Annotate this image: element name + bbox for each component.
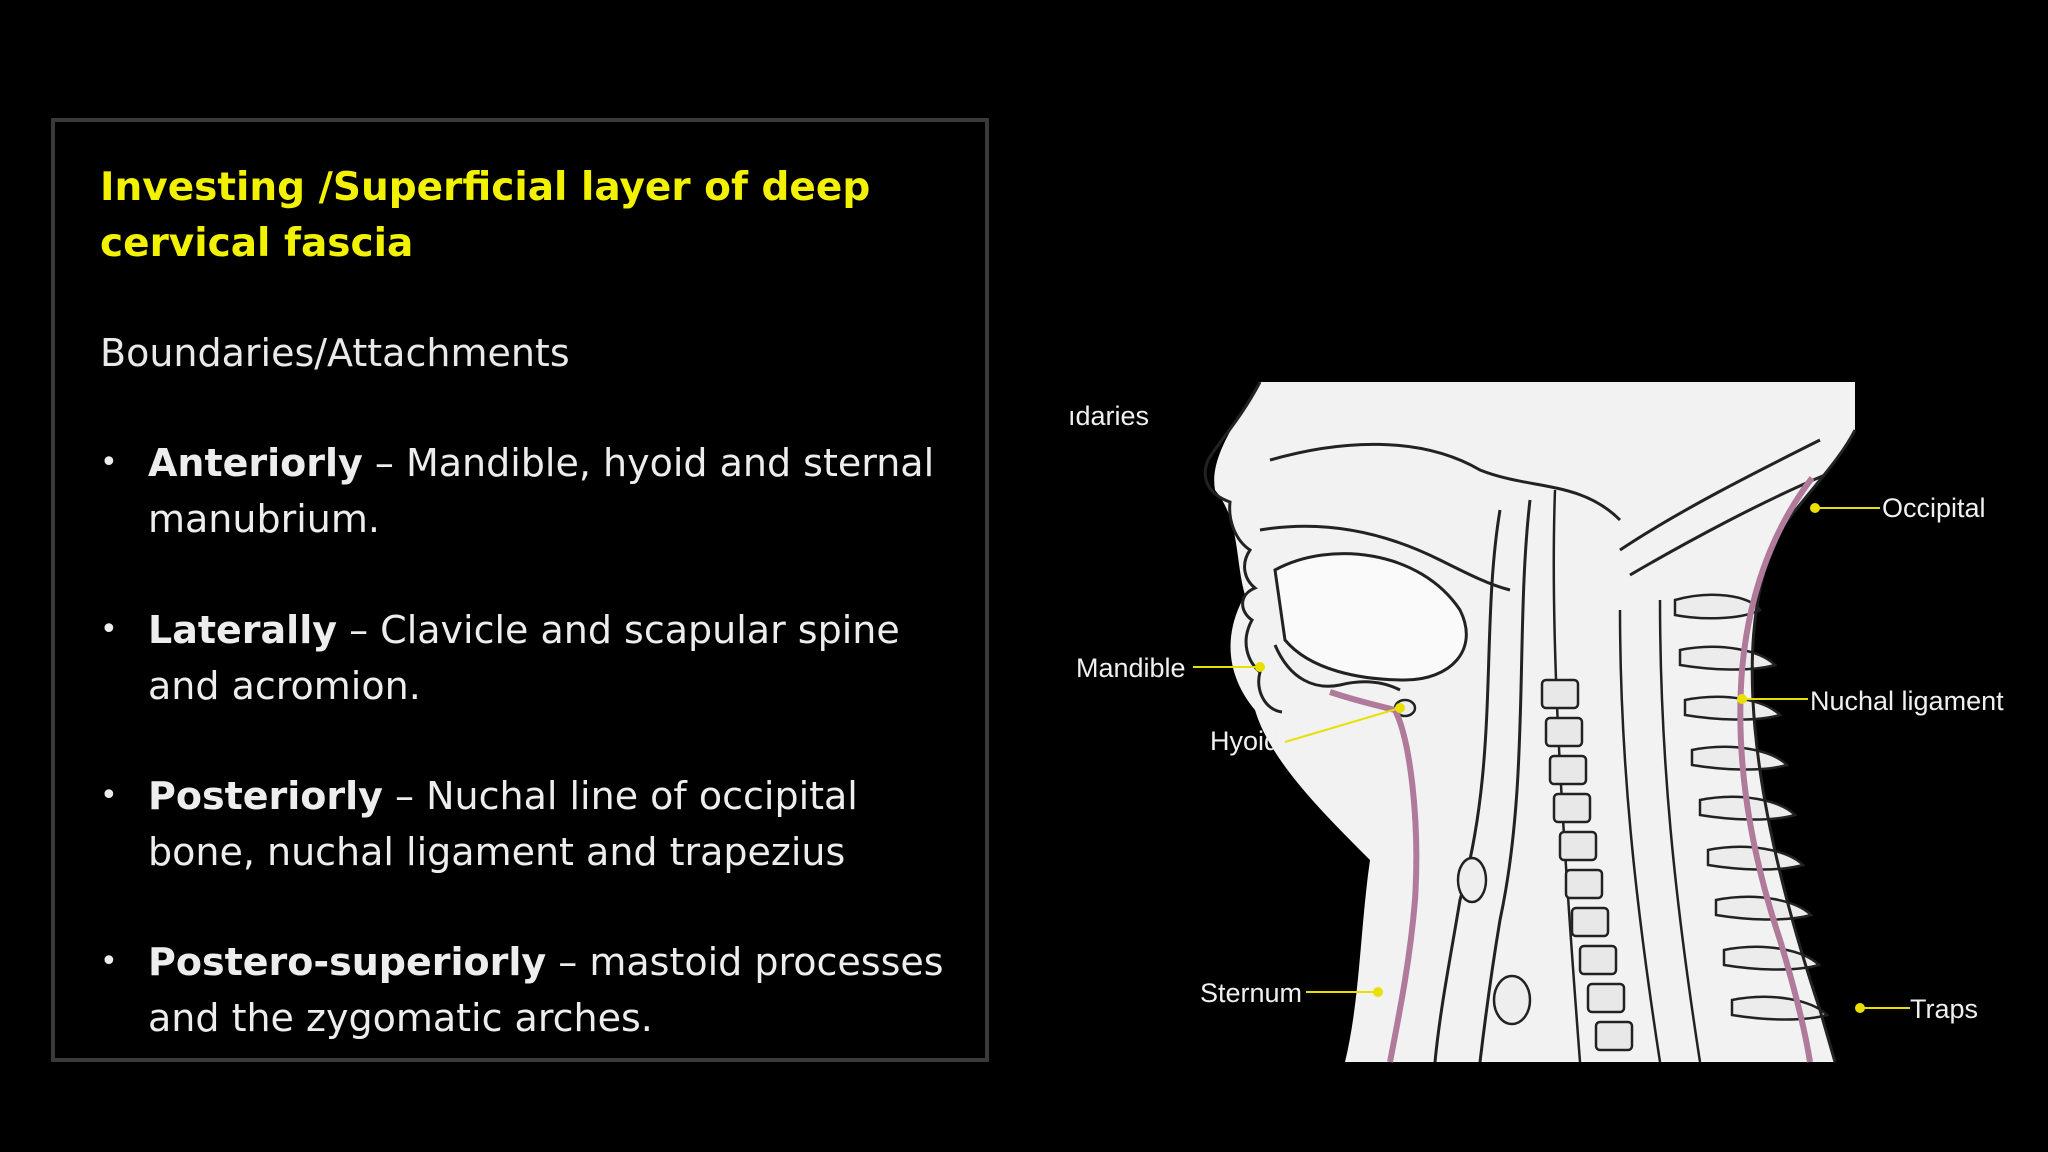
cut-label: ıdaries [1068, 401, 1149, 431]
bullet-term: Posteriorly [148, 774, 383, 818]
label-mandible: Mandible [1076, 653, 1186, 683]
mandible-bone [1273, 644, 1401, 692]
label-traps: Traps [1910, 994, 1978, 1024]
bullet-text: – mastoid processes and the zygomatic ar… [148, 940, 944, 1040]
bullet-content: Postero-superiorly – mastoid processes a… [148, 934, 948, 1046]
skull-base [1269, 442, 1622, 522]
pharynx-wall [1478, 499, 1532, 1063]
text-panel: Investing /Superficial layer of deep cer… [51, 118, 989, 1062]
illustration-background [1214, 382, 1855, 1062]
bullet-content: Posteriorly – Nuchal line of occipital b… [148, 768, 948, 880]
label-nuchal-ligament: Nuchal ligament [1810, 686, 2004, 716]
bullet-dot: • [100, 944, 118, 979]
pharynx [1433, 509, 1502, 1063]
label-sternum: Sternum [1200, 978, 1302, 1008]
bullet-term: Laterally [148, 608, 337, 652]
posterior-skin [1750, 429, 1857, 1063]
bullet-dot: • [100, 778, 118, 813]
investing-fascia-anterior [1329, 689, 1420, 1063]
neck-sagittal-diagram: ıdaries Occipital Mandible Nuchal ligame… [1068, 381, 2004, 1063]
investing-fascia-posterior [1737, 476, 1815, 1063]
bullet-content: Laterally – Clavicle and scapular spine … [148, 602, 948, 714]
label-occipital: Occipital [1882, 493, 1986, 523]
bullet-dot: • [100, 612, 118, 647]
bullet-text: – Mandible, hyoid and sternal manubrium. [148, 441, 935, 541]
bullet-term: Postero-superiorly [148, 940, 547, 984]
label-hyoid: Hyoid [1210, 726, 1279, 756]
spinal-canal-posterior [1658, 599, 1702, 1063]
vertebral-column [1540, 678, 1634, 1052]
bullet-term: Anteriorly [148, 441, 363, 485]
bullet-text: – Clavicle and scapular spine and acromi… [148, 608, 900, 708]
occipital-bone [1619, 438, 1821, 552]
bullet-text: – Nuchal line of occipital bone, nuchal … [148, 774, 858, 874]
slide-title: Investing /Superficial layer of deep cer… [100, 165, 871, 266]
label-pointers [1193, 503, 1910, 1013]
spinal-canal-anterior [1618, 609, 1662, 1063]
slide-subtitle: Boundaries/Attachments [100, 331, 570, 375]
tongue [1273, 552, 1468, 682]
larynx-cartilage [1456, 856, 1532, 1026]
bullet-content: Anteriorly – Mandible, hyoid and sternal… [148, 435, 948, 547]
palate [1259, 524, 1511, 592]
occipital-bone-inner [1629, 473, 1826, 577]
bullet-dot: • [100, 445, 118, 480]
